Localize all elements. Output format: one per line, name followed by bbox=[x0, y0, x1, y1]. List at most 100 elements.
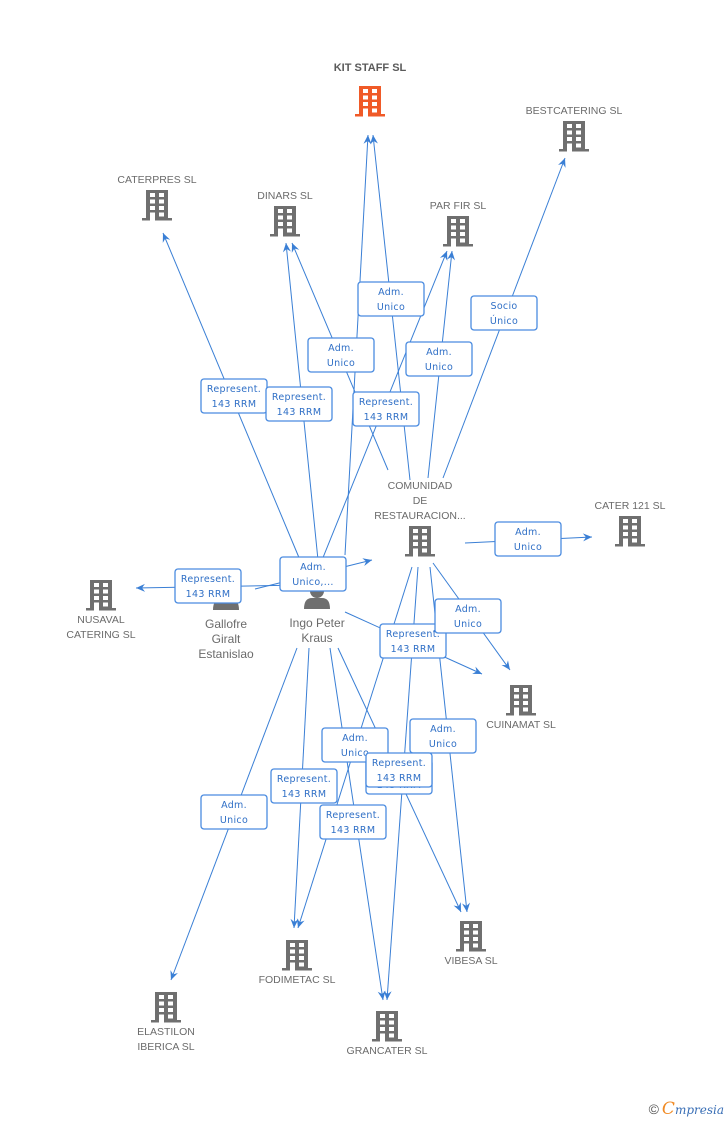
edge-label[interactable]: Represent. 143 RRM bbox=[174, 568, 242, 604]
arrowhead-icon bbox=[447, 251, 456, 261]
node-label: Giralt bbox=[212, 632, 241, 646]
node-caterpres[interactable]: CATERPRES SL bbox=[117, 174, 197, 221]
node-vibesa[interactable]: VIBESA SL bbox=[444, 921, 498, 967]
node-label: Kraus bbox=[301, 631, 332, 645]
node-label: GRANCATER SL bbox=[347, 1045, 428, 1057]
arrowhead-icon bbox=[136, 583, 146, 592]
arrowhead-icon bbox=[369, 135, 378, 145]
edge-label[interactable]: Represent.143 RRM bbox=[270, 768, 338, 804]
arrowhead-icon bbox=[462, 902, 471, 912]
edges-layer bbox=[135, 134, 593, 1001]
node-cater121[interactable]: CATER 121 SL bbox=[594, 500, 666, 547]
edge-label-text: Adm. bbox=[378, 287, 404, 298]
brand-logo-initial: C bbox=[661, 1099, 675, 1119]
edge-label[interactable]: Represent.143 RRM bbox=[200, 378, 268, 414]
edge-label-text: Adm. bbox=[342, 733, 368, 744]
building-icon bbox=[405, 526, 435, 557]
node-cuinamat[interactable]: CUINAMAT SL bbox=[486, 685, 556, 731]
node-label: CUINAMAT SL bbox=[486, 719, 556, 731]
node-label: DE bbox=[413, 495, 428, 507]
edge-label-text: 143 RRM bbox=[331, 825, 376, 836]
edge-label-text: Adm. bbox=[328, 343, 354, 354]
node-label: Gallofre bbox=[205, 617, 247, 631]
node-kitstaff[interactable]: KIT STAFF SL bbox=[334, 62, 407, 117]
edge-label-text: Unico bbox=[220, 815, 248, 826]
building-icon bbox=[86, 580, 116, 611]
edge-label-box bbox=[352, 391, 420, 427]
node-fodimetac[interactable]: FODIMETAC SL bbox=[259, 940, 336, 986]
edge-label-box bbox=[319, 804, 387, 840]
building-icon bbox=[372, 1011, 402, 1042]
edge-label[interactable]: Represent.143 RRM bbox=[352, 391, 420, 427]
edge-label-box bbox=[357, 281, 425, 317]
node-label: COMUNIDAD bbox=[388, 480, 453, 492]
node-comunidad[interactable]: COMUNIDADDERESTAURACION... bbox=[374, 480, 466, 557]
edge-label-text: Represent. bbox=[272, 392, 326, 403]
arrowhead-icon bbox=[582, 533, 592, 542]
edge-label-box bbox=[279, 556, 347, 592]
edge-label[interactable]: Represent.143 RRM bbox=[265, 386, 333, 422]
edge-label-text: 143 RRM bbox=[377, 773, 422, 784]
node-label: KIT STAFF SL bbox=[334, 62, 407, 74]
node-label: CATER 121 SL bbox=[594, 500, 665, 512]
node-grancater[interactable]: GRANCATER SL bbox=[347, 1011, 428, 1057]
building-icon bbox=[142, 190, 172, 221]
edge-label-box bbox=[470, 295, 538, 331]
edge-label-text: Adm. bbox=[455, 604, 481, 615]
node-label: FODIMETAC SL bbox=[259, 974, 336, 986]
brand-logo-text: mpresia bbox=[674, 1103, 724, 1117]
building-icon bbox=[443, 216, 473, 247]
arrowhead-icon bbox=[162, 233, 171, 243]
building-icon bbox=[282, 940, 312, 971]
edge-label-text: Adm. bbox=[426, 347, 452, 358]
edge-label-text: 143 RRM bbox=[186, 589, 231, 600]
node-parfir[interactable]: PAR FIR SL bbox=[430, 200, 487, 247]
edge-label[interactable]: Represent.143 RRM bbox=[379, 623, 447, 659]
edge-label-text: 143 RRM bbox=[212, 399, 257, 410]
node-label: ELASTILON bbox=[137, 1026, 195, 1038]
arrowhead-icon bbox=[170, 970, 178, 980]
edge-label[interactable]: Adm.Unico bbox=[434, 598, 502, 634]
building-icon bbox=[270, 206, 300, 237]
edge-label-text: Unico bbox=[327, 358, 355, 369]
edge-label-box bbox=[270, 768, 338, 804]
edge-label[interactable]: Represent. 143 RRM bbox=[319, 804, 387, 840]
edge-label[interactable]: Adm. Unico bbox=[405, 341, 473, 377]
edge-label-text: Represent. bbox=[181, 574, 235, 585]
edge-label[interactable]: Adm.Unico bbox=[200, 794, 268, 830]
node-dinars[interactable]: DINARS SL bbox=[257, 190, 313, 237]
node-label: BESTCATERING SL bbox=[526, 105, 623, 117]
arrowhead-icon bbox=[290, 918, 299, 928]
building-icon bbox=[615, 516, 645, 547]
edge-label[interactable]: Adm. Unico bbox=[357, 281, 425, 317]
edge-label-box bbox=[365, 752, 433, 788]
edge-label-text: Represent. bbox=[277, 774, 331, 785]
node-bestcatering[interactable]: BESTCATERING SL bbox=[526, 105, 623, 152]
edge-label-text: 143 RRM bbox=[391, 644, 436, 655]
edge-label-box bbox=[265, 386, 333, 422]
edge-label[interactable]: Adm.Unico,... bbox=[279, 556, 347, 592]
arrowhead-icon bbox=[439, 251, 448, 261]
edge-label[interactable]: Adm.Unico bbox=[409, 718, 477, 754]
edge-label-text: Unico bbox=[514, 542, 542, 553]
edge-label-text: Adm. bbox=[300, 562, 326, 573]
edge-label[interactable]: Adm. Unico bbox=[307, 337, 375, 373]
building-icon bbox=[355, 86, 385, 117]
footer-brand[interactable]: ©Cmpresia bbox=[649, 1099, 724, 1119]
edge-label-text: Unico bbox=[425, 362, 453, 373]
edge-label-text: Unico bbox=[377, 302, 405, 313]
edge-label-text: Unico bbox=[429, 739, 457, 750]
edge-label[interactable]: Represent. 143 RRM bbox=[365, 752, 433, 788]
edge-label-text: Represent. bbox=[372, 758, 426, 769]
edge-label-text: Unico bbox=[341, 748, 369, 759]
edge-label-box bbox=[200, 794, 268, 830]
edge-label[interactable]: Adm.Unico bbox=[494, 521, 562, 557]
edge-label-text: Represent. bbox=[359, 397, 413, 408]
edge-label-text: Represent. bbox=[326, 810, 380, 821]
arrowhead-icon bbox=[453, 902, 461, 912]
edge-label-box bbox=[379, 623, 447, 659]
